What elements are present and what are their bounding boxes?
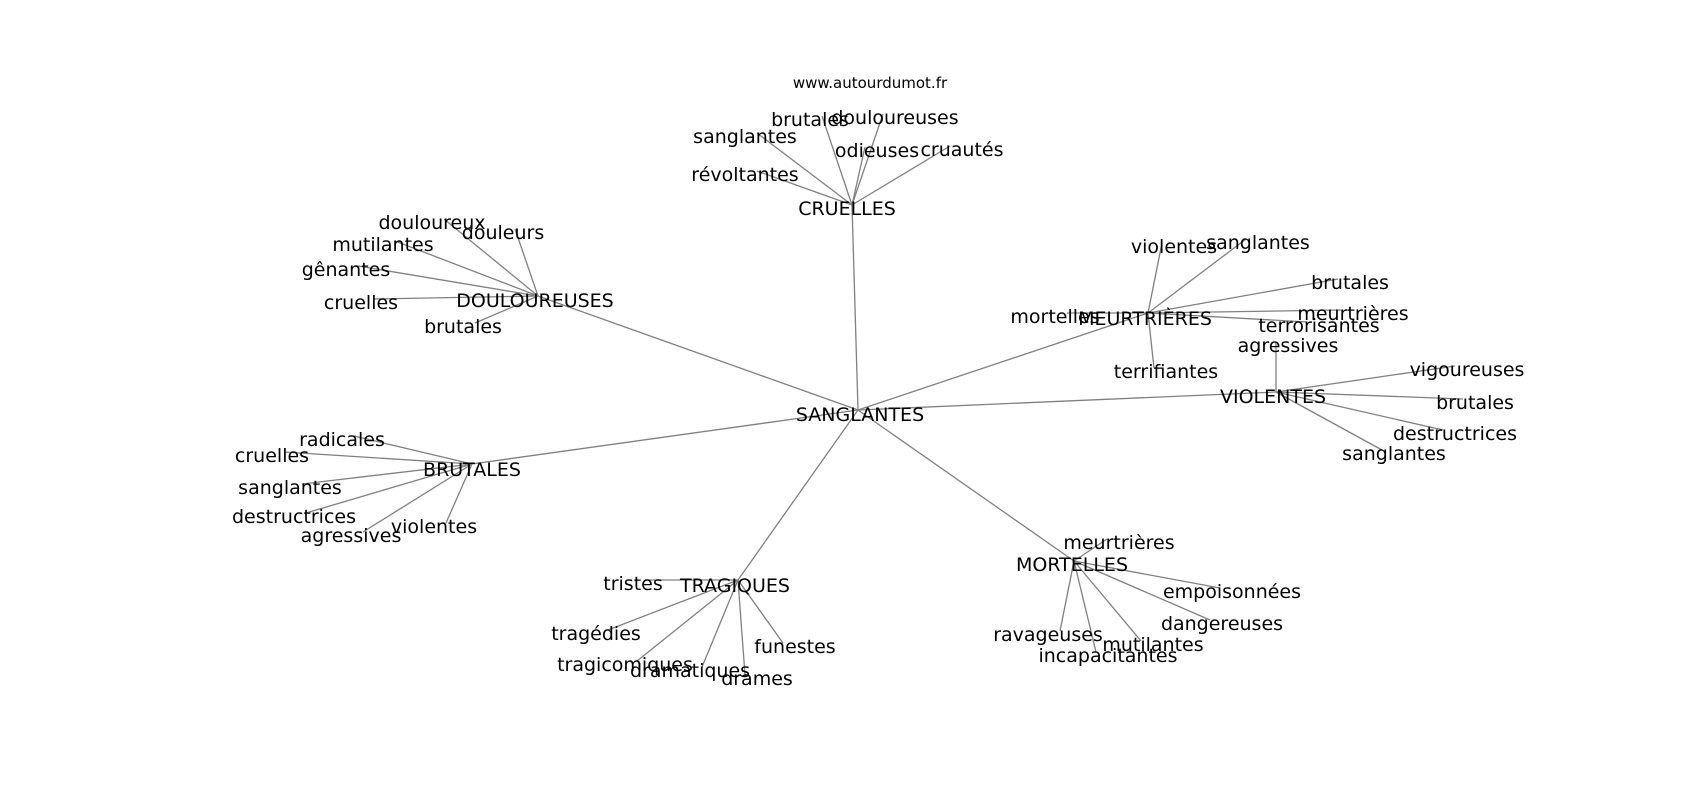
graph-edge	[283, 451, 473, 465]
graph-edge	[1059, 560, 1075, 632]
hub-node: VIOLENTES	[1220, 386, 1326, 408]
leaf-node: tristes	[603, 573, 662, 595]
hub-node: MEURTRIÈRES	[1078, 307, 1212, 330]
graph-edge	[857, 409, 1075, 562]
leaf-node: douloureux	[378, 212, 485, 234]
graph-edge	[443, 218, 539, 297]
leaf-node: cruelles	[235, 445, 309, 467]
hub-node: CRUELLES	[798, 198, 896, 220]
hub-node: TRAGIQUES	[679, 575, 790, 597]
graph-edge	[701, 579, 739, 668]
graph-edge	[474, 295, 539, 324]
graph-edge	[851, 145, 951, 206]
leaf-node: révoltantes	[691, 164, 798, 186]
leaf-node: destructrices	[232, 506, 356, 528]
graph-edge	[1073, 560, 1097, 653]
leaf-node: cruautés	[920, 139, 1003, 161]
leaf-node: tragédies	[551, 623, 641, 645]
leaf-node: brutales	[1436, 392, 1514, 414]
graph-edge	[1147, 238, 1247, 314]
graph-edge	[1073, 560, 1211, 621]
leaf-node: dramatiques	[630, 660, 750, 682]
graph-edge	[1147, 309, 1342, 314]
graph-edge	[353, 435, 473, 465]
leaf-node: douleurs	[462, 222, 544, 244]
leaf-node: agressives	[1238, 335, 1339, 357]
graph-edge	[1275, 391, 1464, 400]
graph-edge	[756, 170, 853, 206]
leaf-node: sanglantes	[693, 126, 797, 148]
leaf-node: cruelles	[324, 292, 398, 314]
leaf-node: mortelles	[1010, 306, 1099, 328]
leaf-node: vigoureuses	[1410, 359, 1525, 381]
graph-edge	[1147, 312, 1308, 323]
leaf-node: sanglantes	[1342, 443, 1446, 465]
graph-edge	[514, 228, 539, 297]
graph-edge	[537, 295, 859, 411]
graph-edge	[357, 265, 539, 297]
leaf-node: violentes	[1131, 236, 1217, 258]
graph-edge	[857, 312, 1149, 411]
graph-edge	[851, 204, 859, 411]
graph-edge	[1275, 391, 1383, 451]
graph-edge	[737, 579, 746, 676]
graph-edge	[1275, 391, 1444, 431]
leaf-node: mutilantes	[1102, 634, 1203, 656]
leaf-node: mutilantes	[332, 234, 433, 256]
leaf-node: agressives	[301, 525, 402, 547]
graph-edge	[362, 463, 473, 533]
graph-edge	[737, 409, 859, 581]
graph-edge	[1147, 242, 1163, 314]
graph-edge	[737, 579, 784, 644]
graph-edge	[821, 115, 853, 206]
graph-edge	[857, 391, 1277, 411]
leaf-node: tragicomiques	[557, 654, 693, 676]
graph-edge	[1275, 365, 1456, 393]
leaf-node: meurtrières	[1063, 532, 1174, 554]
graph-edge	[305, 463, 473, 514]
hub-node: BRUTALES	[423, 459, 521, 481]
graph-edge	[607, 579, 739, 631]
hub-node: MORTELLES	[1016, 554, 1128, 576]
leaf-node: meurtrières	[1297, 303, 1408, 325]
graph-edge	[372, 295, 539, 300]
graph-edge	[851, 113, 884, 206]
leaf-node: sanglantes	[238, 477, 342, 499]
leaf-node: incapacitantes	[1038, 645, 1177, 667]
graph-edge	[394, 240, 539, 297]
leaf-node: sanglantes	[1206, 232, 1310, 254]
leaf-node: brutales	[1311, 272, 1389, 294]
leaf-node: terrifiantes	[1114, 361, 1218, 383]
graph-edge	[1073, 538, 1108, 562]
graph-edge	[471, 409, 859, 465]
leaf-node: brutales	[771, 109, 849, 131]
leaf-node: douloureuses	[831, 107, 958, 129]
graph-edge	[1147, 312, 1155, 369]
graph-edge	[445, 463, 473, 524]
graph-edge	[1147, 278, 1339, 314]
leaf-node: gênantes	[302, 259, 391, 281]
leaf-node: ravageuses	[993, 624, 1103, 646]
graph-edge	[1073, 560, 1142, 642]
center-node: SANGLANTES	[796, 404, 924, 426]
graph-edge	[756, 132, 853, 206]
leaf-node: radicales	[299, 429, 385, 451]
graph-edge	[301, 463, 473, 485]
leaf-node: dangereuses	[1161, 613, 1283, 635]
leaf-node: terrorisantes	[1258, 315, 1379, 337]
source-label: www.autourdumot.fr	[793, 74, 948, 92]
leaf-node: empoisonnées	[1163, 581, 1301, 603]
graph-edge	[851, 146, 866, 206]
leaf-node: odieuses	[835, 140, 919, 162]
leaf-node: funestes	[754, 636, 835, 658]
graph-edge	[636, 579, 739, 662]
graph-edge	[1073, 560, 1221, 589]
hub-node: DOULOUREUSES	[456, 290, 614, 312]
leaf-node: destructrices	[1393, 423, 1517, 445]
leaf-node: violentes	[391, 516, 477, 538]
leaf-node: drames	[721, 668, 793, 690]
leaf-node: brutales	[424, 316, 502, 338]
